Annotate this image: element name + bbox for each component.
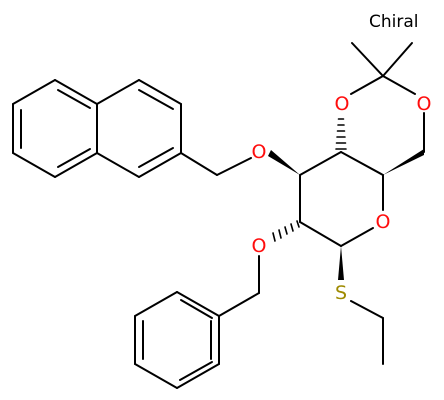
wedge-bond-c1-s [338,246,344,280]
wedge-bond-ch2-c5 [383,149,424,175]
bond-naphthyl-ch2 [180,152,218,176]
oxygen-atom-ring: O [376,211,391,233]
sulfur-atom: S [335,282,347,304]
sugar-ring-system [299,42,425,247]
bond-ch2-o [216,157,252,176]
hashed-bond-c4-o [335,118,347,150]
bond-ch2-phenyl [218,292,260,317]
oxygen-atom-benzyl: O [252,235,267,257]
wedge-bond-c3-o [268,150,300,175]
benzene-ring [134,291,220,389]
bond-s-ch2 [350,300,384,319]
oxygen-atom-acetal-left: O [335,93,350,115]
chiral-label: Chiral [369,12,419,32]
naphthalene-ring [12,79,182,178]
hashed-bond-c2-o [272,220,300,242]
benzene-inner-bond-2 [180,299,213,319]
oxygen-atom-acetal-right: O [417,93,432,115]
benzene-inner-bond-3 [179,361,213,381]
oxygen-atom-naphthylmethyl: O [252,141,267,163]
